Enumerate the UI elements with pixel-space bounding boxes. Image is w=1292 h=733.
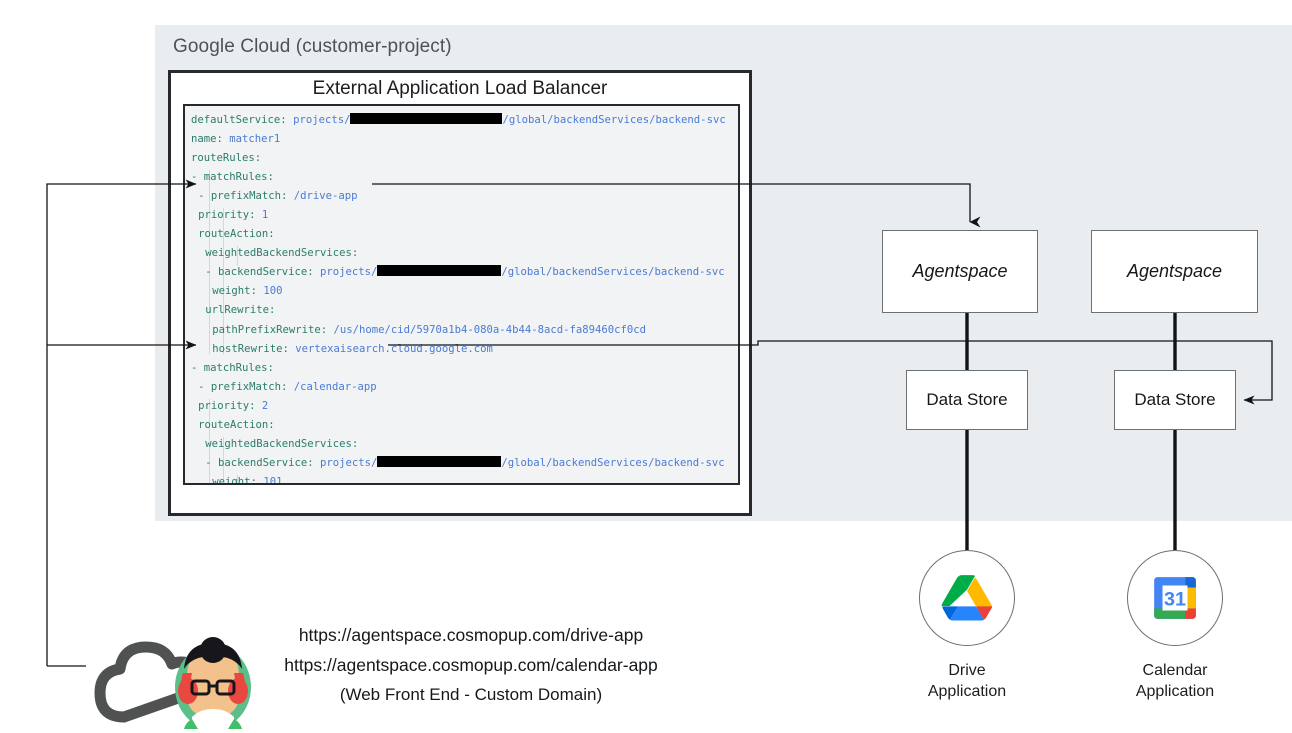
- redacted-project-id: [377, 265, 502, 277]
- google-calendar-icon: 31: [1154, 577, 1196, 619]
- calendar-application-circle[interactable]: 31: [1127, 550, 1223, 646]
- yaml-line: weight: 100: [212, 285, 283, 298]
- redacted-project-id: [350, 113, 503, 124]
- url-caption: (Web Front End - Custom Domain): [339, 685, 603, 704]
- calendar-application-label: Calendar Application: [1105, 660, 1245, 702]
- drive-label-line1: Drive: [948, 662, 986, 679]
- drive-application-label: Drive Application: [897, 660, 1037, 702]
- node-agentspace-calendar[interactable]: Agentspace: [1091, 230, 1258, 313]
- yaml-line: - matchRules:: [191, 171, 274, 184]
- yaml-line: weightedBackendServices:: [205, 437, 359, 450]
- yaml-line: defaultService: projects/ /global/backen…: [191, 113, 726, 126]
- yaml-line: routeRules:: [191, 152, 262, 165]
- drive-label-line2: Application: [927, 683, 1007, 700]
- calendar-day-number: 31: [1164, 588, 1186, 610]
- yaml-line: - backendService: projects/ /global/back…: [205, 455, 725, 469]
- line-client-to-drive-prefix: [46, 179, 197, 666]
- url-calendar: https://agentspace.cosmopup.com/calendar…: [284, 655, 658, 675]
- yaml-line: priority: 1: [198, 209, 269, 222]
- yaml-line: - prefixMatch: /calendar-app: [198, 380, 377, 393]
- avatar: [175, 637, 251, 729]
- yaml-line: - matchRules:: [191, 361, 274, 374]
- client-urls: https://agentspace.cosmopup.com/drive-ap…: [266, 620, 676, 710]
- yaml-line: - prefixMatch: /drive-app: [198, 190, 358, 203]
- node-agentspace-drive[interactable]: Agentspace: [882, 230, 1038, 313]
- yaml-line: pathPrefixRewrite: /us/home/cid/5970a1b4…: [212, 323, 647, 336]
- url-map-yaml-code-block: defaultService: projects/ /global/backen…: [183, 104, 740, 485]
- yaml-line: urlRewrite:: [205, 304, 276, 317]
- yaml-line: routeAction:: [198, 418, 275, 431]
- google-cloud-panel-title: Google Cloud (customer-project): [173, 36, 452, 57]
- cloud-user-icon: [94, 637, 251, 729]
- yaml-line: priority: 2: [198, 399, 269, 412]
- yaml-line: name: matcher1: [191, 133, 281, 146]
- calendar-label-line2: Application: [1135, 683, 1215, 700]
- calendar-label-line1: Calendar: [1142, 662, 1208, 679]
- line-calendar-route-to-datastore: [388, 340, 1273, 405]
- yaml-line: - backendService: projects/ /global/back…: [205, 265, 725, 279]
- node-datastore-drive[interactable]: Data Store: [906, 370, 1028, 430]
- yaml-line: routeAction:: [198, 228, 275, 241]
- redacted-project-id: [377, 455, 502, 467]
- google-drive-icon: [941, 575, 993, 621]
- load-balancer-title: External Application Load Balancer: [312, 78, 608, 99]
- node-datastore-calendar[interactable]: Data Store: [1114, 370, 1236, 430]
- yaml-line: weight: 101: [212, 475, 283, 485]
- yaml-line: weightedBackendServices:: [205, 247, 359, 260]
- line-drive-route-to-agentspace: [372, 183, 981, 228]
- drive-application-circle[interactable]: [919, 550, 1015, 646]
- url-drive: https://agentspace.cosmopup.com/drive-ap…: [298, 625, 644, 645]
